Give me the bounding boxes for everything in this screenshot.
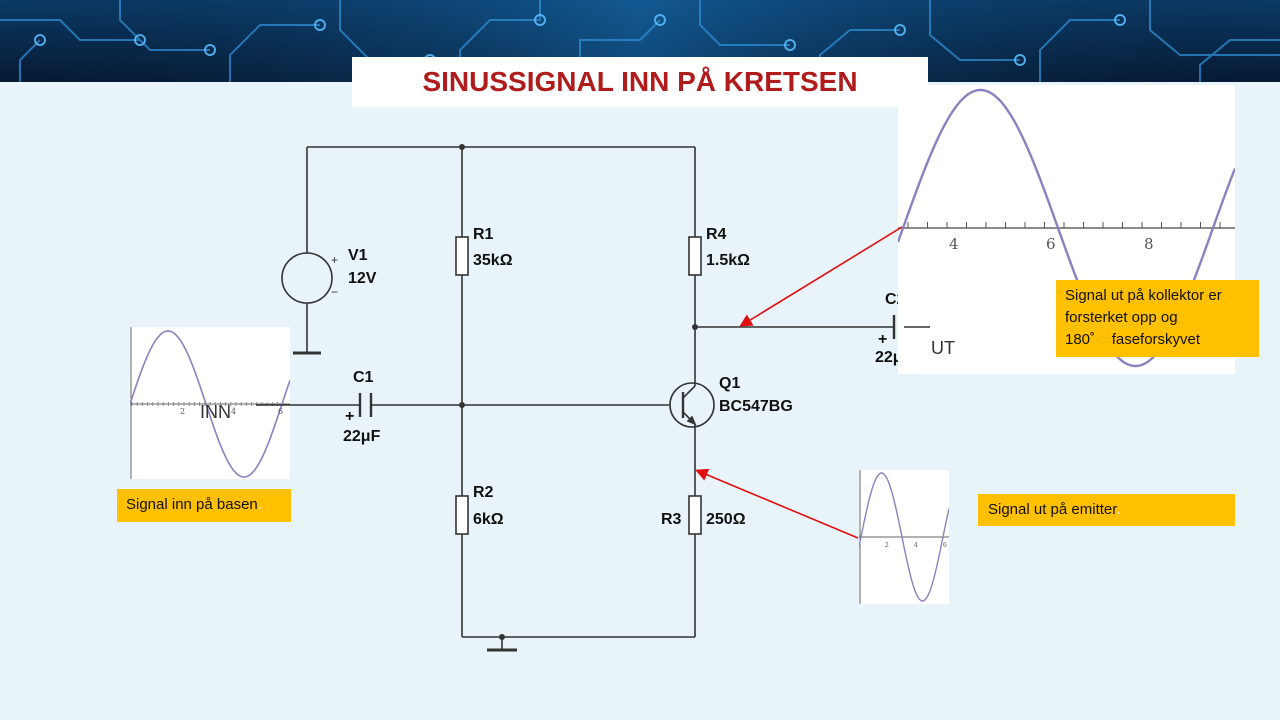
collector-callout-line2: forsterket opp og	[1065, 309, 1178, 326]
circuit-board-banner	[0, 0, 1280, 82]
r2-name: R2	[473, 484, 494, 501]
collector-callout-line3: 180˚ faseforskyvet	[1065, 331, 1201, 348]
c1-name: C1	[353, 369, 374, 386]
collector-signal-callout: Signal ut på kollektor er forsterket opp…	[1056, 280, 1259, 357]
slide-title: SINUSSIGNAL INN PÅ KRETSEN	[422, 66, 858, 97]
r1-name: R1	[473, 226, 494, 243]
r1-resistor-icon	[455, 236, 469, 276]
c2-plus: +	[878, 331, 887, 348]
base-callout-text: Signal inn på basen	[126, 496, 258, 513]
output-tick-4: 4	[949, 235, 959, 253]
base-signal-callout: Signal inn på basen.	[117, 489, 291, 522]
emitter-callout-text: Signal ut på emitter	[988, 501, 1117, 518]
v1-voltage-source-icon	[281, 252, 333, 304]
emitter-tick-4: 4	[914, 542, 918, 549]
v1-minus: −	[331, 285, 338, 299]
emitter-signal-callout: Signal ut på emitter.	[978, 494, 1235, 526]
c1-value: 22μF	[343, 428, 381, 445]
v1-name: V1	[348, 247, 368, 264]
base-callout-trail: .	[257, 496, 262, 513]
r1-value: 35kΩ	[473, 252, 513, 269]
input-tick-2: 2	[180, 407, 185, 416]
input-waveform-plot: 2 4 6	[130, 327, 290, 479]
input-sine-wave	[130, 330, 290, 478]
c1-plus: +	[345, 408, 354, 425]
r2-value: 6kΩ	[473, 511, 504, 528]
title-box: SINUSSIGNAL INN PÅ KRETSEN	[352, 57, 928, 107]
r4-value: 1.5kΩ	[706, 252, 750, 269]
q1-transistor-icon	[669, 382, 715, 428]
v1-value: 12V	[348, 270, 377, 287]
r3-name: R3	[661, 511, 682, 528]
collector-callout-line1: Signal ut på kollektor er	[1065, 287, 1222, 304]
r4-name: R4	[706, 226, 727, 243]
emitter-sine-wave	[859, 472, 949, 602]
output-port-label: UT	[931, 338, 955, 358]
r4-resistor-icon	[688, 236, 702, 276]
q1-value: BC547BG	[719, 398, 793, 415]
emitter-waveform-plot: 2 4 6	[859, 470, 949, 604]
emitter-callout-trail: .	[1116, 501, 1121, 518]
input-tick-6: 6	[278, 407, 283, 416]
q1-name: Q1	[719, 375, 740, 392]
emitter-tick-6: 6	[943, 542, 947, 549]
output-tick-8: 8	[1144, 235, 1154, 253]
output-tick-6: 6	[1046, 235, 1056, 253]
emitter-tick-2: 2	[885, 542, 889, 549]
input-port-label: INN	[200, 402, 231, 422]
input-tick-4: 4	[231, 407, 236, 416]
v1-plus: +	[331, 253, 338, 267]
r2-resistor-icon	[455, 495, 469, 535]
c1-capacitor-icon	[358, 393, 373, 417]
